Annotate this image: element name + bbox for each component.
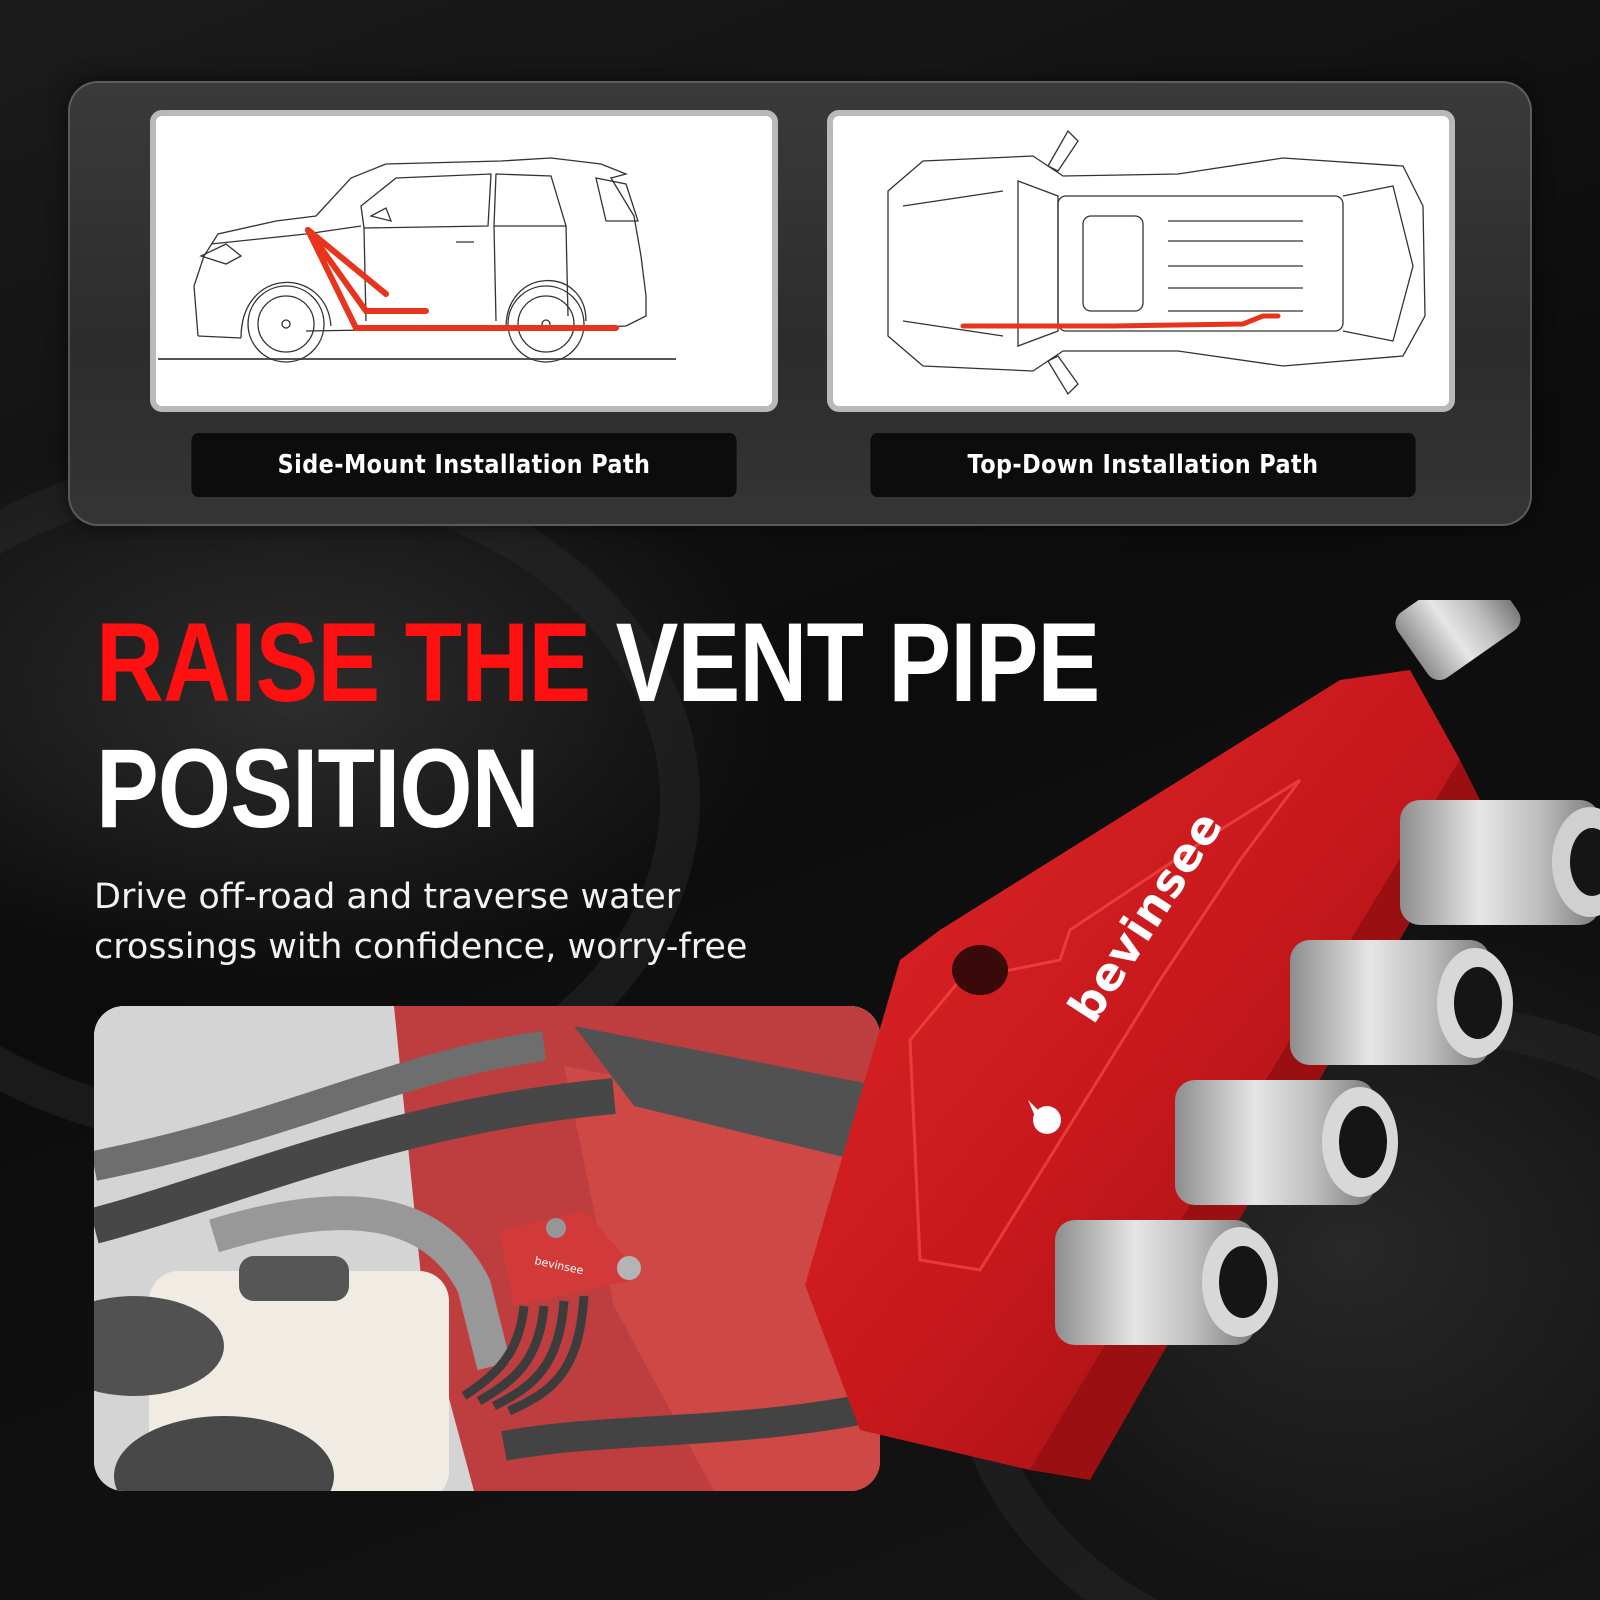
top-down-diagram bbox=[827, 110, 1455, 412]
engine-bay-illustration: bevinsee bbox=[94, 1006, 880, 1491]
push-fittings bbox=[1055, 600, 1600, 1345]
installed-vent-block: bevinsee bbox=[461, 1211, 641, 1416]
subtext-line-1: Drive off-road and traverse water bbox=[94, 877, 681, 917]
bevinsee-logo-icon bbox=[1028, 1100, 1061, 1134]
subtext: Drive off-road and traverse water crossi… bbox=[94, 872, 747, 972]
subtext-line-2: crossings with confidence, worry-free bbox=[94, 927, 748, 967]
headline-line-2: POSITION bbox=[96, 726, 540, 851]
top-view-car-icon bbox=[887, 129, 1426, 396]
headline: RAISE THE VENT PIPE POSITION bbox=[96, 600, 1101, 852]
top-down-caption: Top-Down Installation Path bbox=[870, 433, 1416, 497]
headline-line-1: RAISE THE VENT PIPE bbox=[96, 600, 1101, 726]
engine-bay-photo: bevinsee bbox=[94, 1006, 880, 1491]
side-mount-diagram bbox=[150, 110, 778, 412]
side-mount-caption: Side-Mount Installation Path bbox=[191, 433, 737, 497]
vent-block-product bbox=[805, 600, 1600, 1480]
headline-white-part: VENT PIPE bbox=[615, 600, 1101, 725]
side-view-car-icon bbox=[158, 157, 676, 363]
headline-red-part: RAISE THE bbox=[96, 600, 591, 725]
